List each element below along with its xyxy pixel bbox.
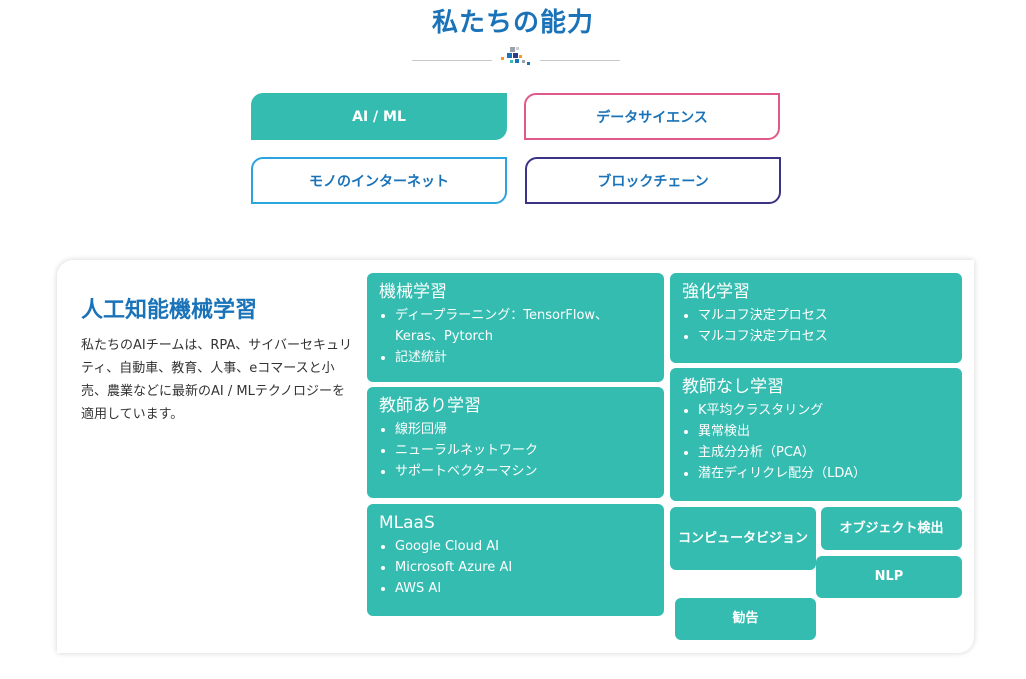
divider-left <box>412 60 492 61</box>
list-item: マルコフ決定プロセス <box>698 326 950 347</box>
list-item: サポートベクターマシン <box>395 461 652 482</box>
box-title: 教師あり学習 <box>379 396 481 416</box>
page-title: 私たちの能力 <box>431 8 594 38</box>
pixel-logo-icon <box>501 47 530 65</box>
panel-description: 私たちのAIチームは、RPA、サイバーセキュリティ、自動車、教育、人事、eコマー… <box>81 338 353 422</box>
tab-ai-ml[interactable]: AI / ML <box>251 93 507 140</box>
list-item: 異常検出 <box>698 421 950 442</box>
tab-iot[interactable]: モノのインターネット <box>251 157 507 204</box>
list-item: 主成分分析（PCA） <box>698 442 950 463</box>
box-title: 教師なし学習 <box>682 377 784 397</box>
box-reinforcement-learning: 強化学習 マルコフ決定プロセス マルコフ決定プロセス <box>670 273 962 363</box>
list-item: AWS AI <box>395 578 652 599</box>
list-item: 潜在ディリクレ配分（LDA） <box>698 463 950 484</box>
list-item: 線形回帰 <box>395 419 652 440</box>
pill-nlp[interactable]: NLP <box>816 556 962 598</box>
box-title: 機械学習 <box>379 282 447 302</box>
divider-right <box>540 60 620 61</box>
box-machine-learning: 機械学習 ディープラーニング：TensorFlow、Keras、Pytorch … <box>367 273 664 382</box>
box-title: 強化学習 <box>682 282 750 302</box>
list-item: ニューラルネットワーク <box>395 440 652 461</box>
pill-recommendation[interactable]: 勧告 <box>675 598 816 640</box>
box-unsupervised-learning: 教師なし学習 K平均クラスタリング 異常検出 主成分分析（PCA） 潜在ディリク… <box>670 368 962 501</box>
list-item: K平均クラスタリング <box>698 400 950 421</box>
list-item: マルコフ決定プロセス <box>698 305 950 326</box>
tab-blockchain[interactable]: ブロックチェーン <box>525 157 781 204</box>
box-title: MLaaS <box>379 513 435 533</box>
list-item: Microsoft Azure AI <box>395 557 652 578</box>
box-mlaas: MLaaS Google Cloud AI Microsoft Azure AI… <box>367 504 664 616</box>
list-item: 記述統計 <box>395 347 652 368</box>
pill-object-detection[interactable]: オブジェクト検出 <box>821 507 962 550</box>
tab-data-science[interactable]: データサイエンス <box>524 93 780 140</box>
pill-computer-vision[interactable]: コンピュータビジョン <box>670 507 816 570</box>
list-item: ディープラーニング：TensorFlow、Keras、Pytorch <box>395 305 652 347</box>
box-supervised-learning: 教師あり学習 線形回帰 ニューラルネットワーク サポートベクターマシン <box>367 387 664 498</box>
panel-title: 人工知能機械学習 <box>81 298 258 323</box>
list-item: Google Cloud AI <box>395 536 652 557</box>
